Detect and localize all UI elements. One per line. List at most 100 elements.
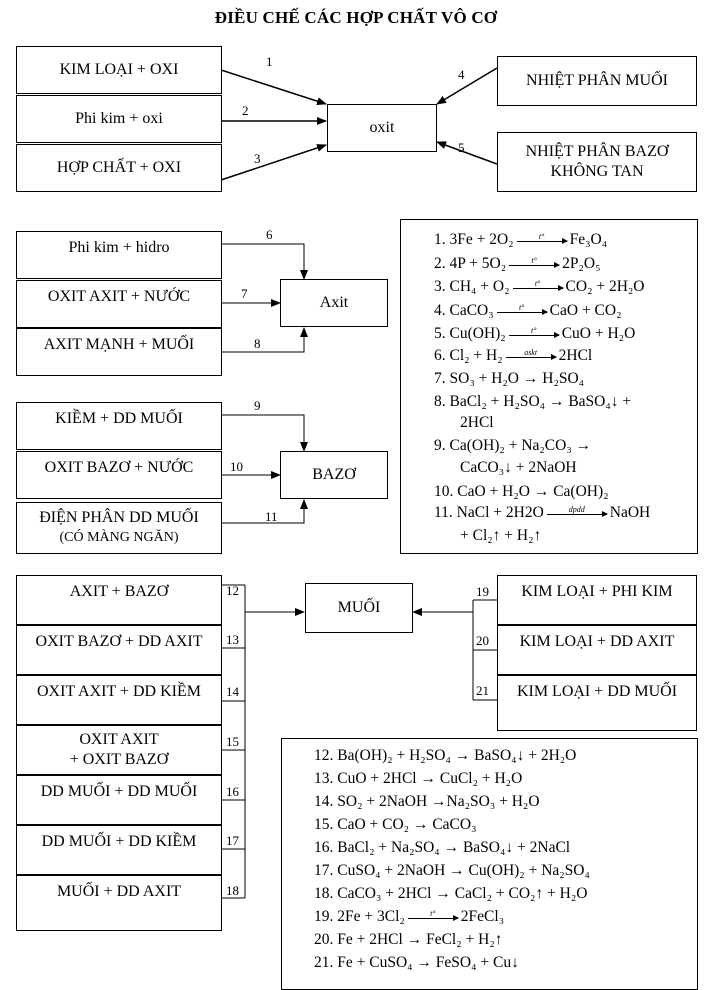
source-kiem-dd-muoi: KIỀM + DD MUỐI: [16, 402, 222, 450]
target-axit: Axit: [280, 279, 388, 327]
reaction-number: 6: [266, 227, 273, 242]
box-label: Axit: [319, 294, 349, 311]
equation-7: 7. SO₃ + H₂O → H₂SO₄: [434, 370, 585, 387]
source-axit-manh-muoi: AXIT MẠNH + MUỐI: [16, 328, 222, 376]
box-label: (CÓ MÀNG NGĂN): [59, 530, 179, 545]
box-label: KHÔNG TAN: [550, 163, 644, 180]
box-label: + OXIT BAZƠ: [69, 751, 169, 768]
source-nhiet-phan-bazo: NHIỆT PHÂN BAZƠ KHÔNG TAN: [497, 132, 697, 192]
box-label: OXIT AXIT: [79, 731, 159, 748]
equation-20: 20. Fe + 2HCl → FeCl₂ + H₂↑: [314, 931, 503, 948]
reaction-number: 11: [265, 509, 278, 524]
box-label: OXIT BAZƠ + DD AXIT: [35, 633, 203, 650]
source-dien-phan-dd-muoi: ĐIỆN PHÂN DD MUỐI (CÓ MÀNG NGĂN): [16, 502, 222, 554]
reaction-number: 20: [476, 633, 489, 648]
box-label: oxit: [369, 119, 395, 136]
source-dd-muoi-dd-kiem: DD MUỐI + DD KIỀM: [16, 825, 222, 875]
equation-11-cont: + Cl₂↑ + H₂↑: [460, 527, 542, 544]
equation-13: 13. CuO + 2HCl → CuCl₂ + H₂O: [314, 770, 523, 787]
equation-10: 10. CaO + H₂O → Ca(OH)₂: [434, 483, 609, 500]
box-label: KIM LOẠI + OXI: [59, 61, 179, 78]
reaction-number: 21: [476, 683, 489, 698]
box-label: AXIT MẠNH + MUỐI: [43, 336, 195, 353]
source-oxit-axit-dd-kiem: OXIT AXIT + DD KIỀM: [16, 675, 222, 725]
equation-21: 21. Fe + CuSO₄ → FeSO₄ + Cu↓: [314, 954, 519, 971]
source-oxit-axit-oxit-bazo: OXIT AXIT + OXIT BAZƠ: [16, 725, 222, 775]
reaction-number: 18: [226, 883, 239, 898]
source-nhiet-phan-muoi: NHIỆT PHÂN MUỐI: [497, 56, 697, 106]
box-label: NHIỆT PHÂN BAZƠ: [525, 143, 669, 160]
reaction-number: 4: [458, 67, 465, 82]
equation-15: 15. CaO + CO₂ → CaCO₃: [314, 816, 477, 833]
equation-9: 9. Ca(OH)₂ + Na₂CO₃ →: [434, 437, 592, 454]
reaction-number: 3: [254, 151, 261, 166]
equation-12: 12. Ba(OH)₂ + H₂SO₄ → BaSO₄↓ + 2H₂O: [314, 747, 577, 764]
equation-17: 17. CuSO₄ + 2NaOH → Cu(OH)₂ + Na₂SO₄: [314, 862, 590, 879]
equation-8-cont: 2HCl: [460, 414, 494, 431]
reaction-number: 7: [241, 286, 248, 301]
box-label: KIM LOẠI + DD MUỐI: [516, 683, 678, 700]
reaction-number: 13: [226, 632, 239, 647]
source-dd-muoi-dd-muoi: DD MUỐI + DD MUỐI: [16, 775, 222, 825]
reaction-number: 8: [254, 336, 261, 351]
equation-8: 8. BaCl₂ + H₂SO₄ → BaSO₄↓ +: [434, 393, 632, 410]
equations-panel-1: [400, 219, 698, 554]
box-label: DD MUỐI + DD MUỐI: [40, 783, 198, 800]
target-bazo: BAZƠ: [280, 451, 388, 499]
source-muoi-dd-axit: MUỐI + DD AXIT: [16, 875, 222, 931]
reaction-number: 9: [254, 398, 261, 413]
reaction-number: 10: [230, 459, 243, 474]
equation-18: 18. CaCO₃ + 2HCl → CaCl₂ + CO₂↑ + H₂O: [314, 885, 588, 902]
reaction-number: 14: [226, 684, 239, 699]
equations-panel-2: [281, 738, 698, 990]
source-axit-bazo: AXIT + BAZƠ: [16, 575, 222, 625]
reaction-number: 5: [458, 140, 465, 155]
reaction-number: 1: [266, 54, 273, 69]
reaction-number: 12: [226, 583, 239, 598]
source-phi-kim-hidro: Phi kim + hidro: [16, 231, 222, 279]
source-oxit-bazo-nuoc: OXIT BAZƠ + NƯỚC: [16, 451, 222, 499]
reaction-number: 19: [476, 584, 489, 599]
target-oxit: oxit: [327, 104, 437, 152]
reaction-number: 17: [226, 833, 239, 848]
box-label: KIM LOẠI + PHI KIM: [521, 583, 673, 600]
box-label: ĐIỆN PHÂN DD MUỐI: [39, 509, 199, 526]
box-label: KIM LOẠI + DD AXIT: [519, 633, 675, 650]
source-hop-chat-oxi: HỢP CHẤT + OXI: [16, 144, 222, 192]
source-kim-loai-dd-muoi: KIM LOẠI + DD MUỐI: [497, 675, 697, 731]
box-label: OXIT AXIT + NƯỚC: [47, 288, 191, 305]
page-title: ĐIỀU CHẾ CÁC HỢP CHẤT VÔ CƠ: [214, 8, 498, 27]
box-label: DD MUỐI + DD KIỀM: [41, 833, 197, 850]
box-label: NHIỆT PHÂN MUỐI: [526, 72, 668, 89]
reaction-number: 2: [242, 103, 249, 118]
equation-16: 16. BaCl₂ + Na₂SO₄ → BaSO₄↓ + 2NaCl: [314, 839, 571, 856]
box-label: AXIT + BAZƠ: [69, 583, 169, 600]
box-label: MUỐI + DD AXIT: [56, 883, 182, 900]
box-label: KIỀM + DD MUỐI: [55, 410, 183, 427]
box-label: OXIT BAZƠ + NƯỚC: [44, 459, 194, 476]
box-label: MUỐI: [337, 599, 381, 616]
source-kim-loai-oxi: KIM LOẠI + OXI: [16, 46, 222, 94]
target-muoi: MUỐI: [305, 583, 413, 633]
source-phi-kim-oxi: Phi kim + oxi: [16, 95, 222, 143]
box-label: BAZƠ: [312, 466, 356, 483]
source-kim-loai-phi-kim: KIM LOẠI + PHI KIM: [497, 575, 697, 625]
box-label: Phi kim + hidro: [68, 239, 170, 256]
box-label: OXIT AXIT + DD KIỀM: [37, 683, 201, 700]
source-kim-loai-dd-axit: KIM LOẠI + DD AXIT: [497, 625, 697, 675]
equation-14: 14. SO₂ + 2NaOH →Na₂SO₃ + H₂O: [314, 793, 540, 810]
box-label: HỢP CHẤT + OXI: [56, 159, 182, 176]
reaction-number: 16: [226, 784, 239, 799]
source-oxit-axit-nuoc: OXIT AXIT + NƯỚC: [16, 280, 222, 328]
source-oxit-bazo-dd-axit: OXIT BAZƠ + DD AXIT: [16, 625, 222, 675]
reaction-number: 15: [226, 734, 239, 749]
equation-9-cont: CaCO₃↓ + 2NaOH: [460, 459, 577, 476]
